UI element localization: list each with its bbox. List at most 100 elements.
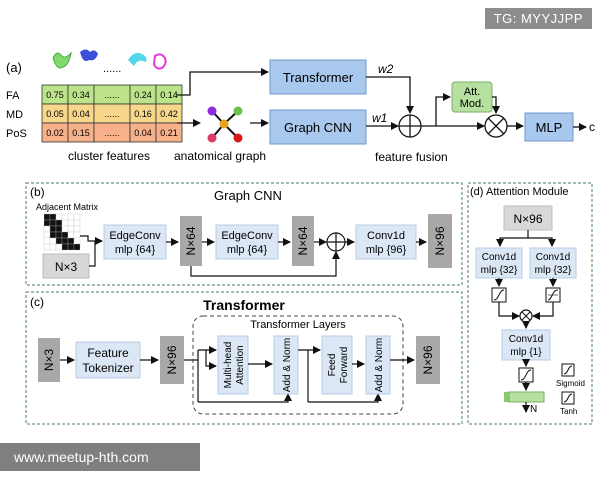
table-cell-value: ...... (104, 128, 119, 138)
matrix-cell (73, 243, 81, 251)
matrix-cell (61, 225, 69, 233)
legend-tanh-icon (561, 391, 575, 405)
output-c-label: c (589, 120, 595, 134)
d-conv-left-box (475, 247, 523, 279)
ff-line1: Feed (327, 354, 338, 377)
transformer-layers-title: Transformer Layers (250, 319, 346, 331)
table-ellipsis-top: ...... (103, 63, 121, 75)
panel-b-label: (b) (30, 185, 45, 199)
watermark-top: TG: MYYJJPP (484, 8, 592, 29)
tokenizer-line1: Feature (87, 346, 129, 360)
w1-label: w1 (372, 111, 387, 125)
panel-c-frame (25, 291, 463, 425)
edgeconv1-line1: EdgeConv (109, 230, 161, 242)
b-conv1d-line2: mlp {96} (366, 244, 407, 256)
matrix-cell (73, 213, 81, 221)
panel-c-label: (c) (30, 295, 44, 309)
table-cell-value: 0.34 (72, 90, 90, 100)
mha-box (217, 335, 249, 395)
graph-cnn-box (269, 109, 367, 145)
matrix-cell (49, 231, 57, 239)
panel-d-frame (467, 182, 593, 425)
table-cell-value: 0.21 (160, 128, 178, 138)
b-n96-label: N×96 (433, 226, 447, 255)
table-cell-value: 0.02 (46, 128, 64, 138)
table-row-label: MD (6, 109, 23, 121)
legend-tanh-label: Tanh (560, 407, 577, 416)
matrix-cell (73, 237, 81, 245)
b-n96-box (428, 214, 452, 268)
matrix-cell (49, 243, 57, 251)
addnorm2-label: Add & Norm (374, 338, 385, 392)
b-input-box (42, 253, 90, 279)
matrix-cell (55, 231, 63, 239)
graph-cnn-title: Graph CNN (214, 188, 282, 203)
b-n64-2-label: N×64 (296, 226, 310, 255)
matrix-cell (67, 213, 75, 221)
matrix-cell (55, 243, 63, 251)
matrix-cell (43, 225, 51, 233)
matrix-cell (49, 237, 57, 245)
anatomical-graph-icon (207, 106, 243, 143)
matrix-cell (61, 213, 69, 221)
addnorm1-box (273, 335, 299, 395)
matrix-cell (55, 219, 63, 227)
legend-sigmoid-icon (561, 363, 575, 377)
table-cell-value: ...... (104, 109, 119, 119)
table-cell-value: 0.14 (160, 90, 178, 100)
watermark-bottom: www.meetup-hth.com (0, 443, 200, 471)
multiply-icon (484, 114, 508, 138)
transformer-box (269, 59, 367, 95)
c-input-label: N×3 (42, 349, 56, 372)
att-mod-line2: Mod. (460, 98, 484, 110)
matrix-cell (55, 237, 63, 245)
table-cell (155, 122, 183, 143)
anatomical-graph-caption: anatomical graph (174, 149, 266, 163)
adjacent-matrix-label: Adjacent Matrix (36, 202, 99, 212)
matrix-cell (67, 225, 75, 233)
matrix-cell (73, 219, 81, 227)
d-conv-right-box (529, 247, 577, 279)
matrix-cell (73, 225, 81, 233)
mha-line2: Attention (235, 345, 246, 384)
graph-cnn-label: Graph CNN (284, 120, 352, 135)
sigmoid-icon (491, 287, 507, 303)
d-multiply-icon (519, 309, 533, 323)
brain-cluster-icons (52, 49, 167, 70)
att-mod-line1: Att. (464, 86, 481, 98)
table-cell-value: 0.16 (134, 109, 152, 119)
matrix-cell (67, 237, 75, 245)
cluster-features-caption: cluster features (68, 149, 150, 163)
c-n96-out-box (416, 336, 440, 384)
table-row-label: PoS (6, 128, 27, 140)
matrix-cell (73, 231, 81, 239)
table-cell-value: 0.15 (72, 128, 90, 138)
c-n96-out-label: N×96 (421, 345, 435, 374)
table-cell-value: 0.42 (160, 109, 178, 119)
transformer-label: Transformer (283, 70, 354, 85)
adjacent-matrix-grid (43, 213, 81, 251)
matrix-cell (43, 213, 51, 221)
b-conv1d-box (355, 224, 417, 260)
panel-b-frame (25, 182, 463, 286)
matrix-cell (67, 231, 75, 239)
tokenizer-box (75, 341, 141, 379)
c-n96-in-box (160, 336, 184, 384)
feature-fusion-sum-icon (398, 114, 422, 138)
matrix-cell (61, 219, 69, 227)
d-input-label: N×96 (513, 212, 542, 226)
tanh-icon (545, 287, 561, 303)
table-cell-value: 0.24 (134, 90, 152, 100)
edgeconv1-box (103, 224, 167, 260)
d-conv-right-line1: Conv1d (536, 252, 570, 263)
legend-sigmoid-label: Sigmoid (556, 379, 585, 388)
addnorm2-box (365, 335, 391, 395)
matrix-cell (61, 243, 69, 251)
matrix-cell (49, 213, 57, 221)
table-cell-value: 0.05 (46, 109, 64, 119)
transformer-layers-frame (192, 315, 404, 415)
edgeconv1-line2: mlp {64} (115, 244, 156, 256)
d-conv-left-line1: Conv1d (482, 252, 516, 263)
